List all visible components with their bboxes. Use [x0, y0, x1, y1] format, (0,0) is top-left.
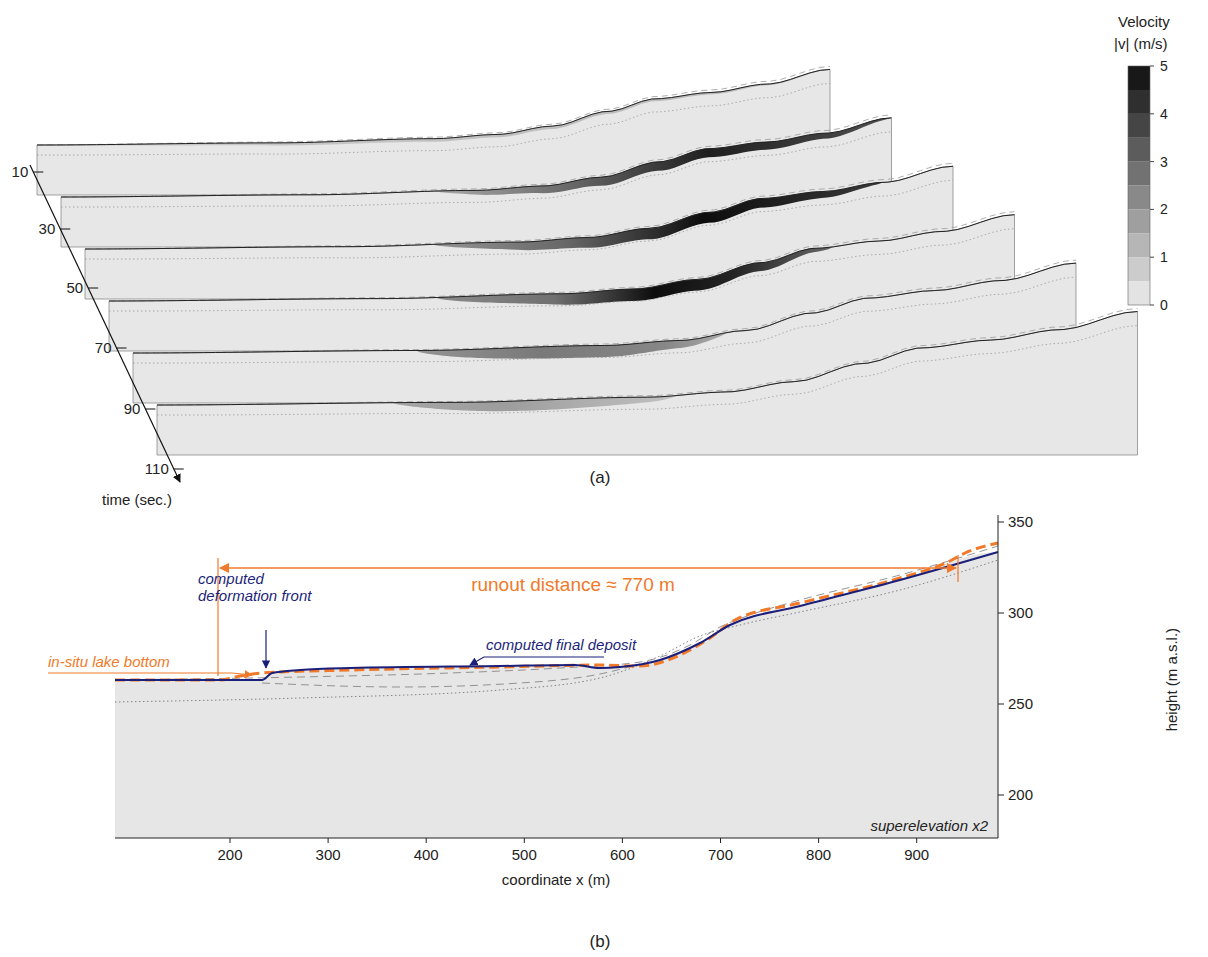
axis-title: height (m a.s.l.) — [1163, 628, 1180, 731]
tick-label: 5 — [1160, 58, 1168, 74]
panel-label: (a) — [590, 468, 611, 488]
colorbar-step — [1128, 90, 1150, 114]
time-tick — [33, 172, 43, 173]
legend-unit: |v| (m/s) — [1114, 35, 1168, 52]
colorbar-step — [1128, 114, 1150, 138]
colorbar-step — [1128, 162, 1150, 186]
slip-surface — [85, 180, 953, 259]
tick-label: 90 — [124, 400, 141, 417]
tick-label: 1 — [1160, 249, 1168, 265]
dimension-label: runout distance ≈ 770 m — [471, 574, 675, 596]
tick-label: 0 — [1160, 297, 1168, 313]
slip-surface — [157, 326, 1138, 416]
tick-label: 4 — [1160, 106, 1168, 122]
initial-surface — [133, 260, 1076, 353]
tick-label: 900 — [904, 846, 929, 863]
velocity-band — [77, 69, 830, 145]
tick-label: 700 — [708, 846, 733, 863]
tick-label: 400 — [414, 846, 439, 863]
axis-title: time (sec.) — [102, 491, 172, 508]
velocity-band — [432, 182, 883, 250]
panel-label: (b) — [590, 932, 611, 952]
axis-title: coordinate x (m) — [502, 871, 610, 888]
velocity-band — [435, 118, 892, 195]
initial-surface — [37, 66, 830, 145]
legend-title: Velocity — [1118, 13, 1170, 30]
tick-label: 250 — [1008, 695, 1033, 712]
time-tick — [117, 348, 127, 349]
surface-line — [37, 69, 830, 145]
runout-arrow — [220, 567, 956, 569]
x-axis — [115, 838, 998, 839]
tick-label: 200 — [217, 846, 242, 863]
time-tick — [174, 469, 184, 470]
tick-label: 200 — [1008, 786, 1033, 803]
tick-label: 600 — [610, 846, 635, 863]
slice-body — [157, 312, 1138, 455]
colorbar-step — [1128, 281, 1150, 305]
deposit-line — [115, 552, 998, 680]
tick-label: 70 — [95, 339, 112, 356]
colorbar-step — [1128, 138, 1150, 162]
leader-line — [265, 630, 266, 668]
tick-label: 2 — [1160, 201, 1168, 217]
initial-surface — [85, 163, 953, 249]
surface-line — [109, 215, 1015, 301]
colorbar-step — [1128, 233, 1150, 257]
y-axis — [998, 515, 999, 838]
profile-panel — [48, 515, 1004, 843]
tick-label: 110 — [145, 460, 169, 477]
initial-surface — [115, 546, 998, 680]
in-situ-line — [115, 543, 998, 680]
velocity-band — [435, 247, 833, 305]
velocity-band — [392, 396, 676, 412]
surface-line — [85, 166, 953, 249]
time-axis — [30, 165, 180, 482]
surface-line — [133, 263, 1076, 353]
colorbar-step — [1128, 209, 1150, 233]
initial-surface — [61, 115, 892, 197]
callout-label: computed final deposit — [486, 636, 636, 653]
callout-label: computed deformation front — [198, 570, 316, 605]
ground-fill — [115, 552, 998, 838]
tick-label: 30 — [39, 220, 56, 237]
tick-label: 50 — [66, 279, 83, 296]
note: superelevation x2 — [870, 817, 988, 834]
time-tick — [88, 288, 98, 289]
tick-label: 350 — [1008, 513, 1033, 530]
time-tick — [145, 409, 155, 410]
leader-line — [470, 657, 604, 665]
tick-label: 500 — [512, 846, 537, 863]
time-slice — [157, 309, 1138, 455]
tick-label: 3 — [1160, 154, 1168, 170]
tick-label: 800 — [806, 846, 831, 863]
tick-label: 300 — [1008, 604, 1033, 621]
colorbar — [1128, 66, 1154, 305]
time-tick — [60, 229, 70, 230]
surface-line — [61, 118, 892, 197]
callout-label: in-situ lake bottom — [48, 653, 170, 670]
colorbar-step — [1128, 66, 1150, 90]
colorbar-step — [1128, 257, 1150, 281]
surface-line — [157, 312, 1138, 405]
leader-line — [48, 673, 252, 675]
velocity-slices — [37, 66, 1138, 455]
initial-surface — [109, 212, 1015, 301]
colorbar-step — [1128, 186, 1150, 210]
tick-label: 10 — [12, 163, 29, 180]
initial-surface — [157, 309, 1138, 405]
tick-label: 300 — [316, 846, 341, 863]
